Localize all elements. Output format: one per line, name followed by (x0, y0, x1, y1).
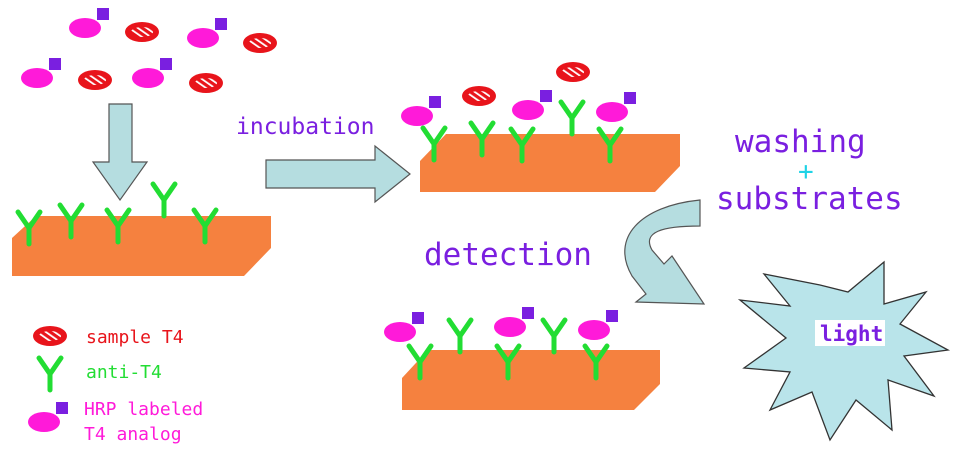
substrates-label: substrates (716, 181, 903, 217)
antibody-icon (449, 320, 471, 352)
plus-sign: + (798, 157, 814, 187)
washing-label: washing (735, 124, 866, 160)
legend-hrp-label-2: T4 analog (84, 424, 182, 445)
sample-t4-icon (78, 70, 112, 90)
hrp-analog-icon (596, 92, 636, 122)
down-arrow-icon (91, 103, 149, 202)
sample-t4-icon (462, 86, 496, 106)
sample-t4-icon (125, 22, 159, 42)
curved-arrow-icon (624, 199, 706, 305)
hrp-analog-icon (69, 8, 109, 38)
antibody-icon (543, 320, 565, 352)
hrp-analog-icon (494, 307, 534, 337)
antibody-icon (561, 102, 583, 134)
light-label: light (820, 322, 883, 346)
antibody-icon (153, 184, 175, 216)
free-molecules (21, 8, 277, 93)
hrp-analog-icon (512, 90, 552, 120)
hrp-analog-icon (578, 310, 618, 340)
hrp-analog-icon (21, 58, 61, 88)
detection-label: detection (424, 237, 592, 273)
surface-3 (384, 307, 660, 410)
right-arrow-icon (265, 144, 411, 204)
incubation-label: incubation (236, 114, 374, 140)
legend-antibody-icon (39, 358, 61, 390)
legend-sample-label: sample T4 (86, 327, 184, 348)
hrp-analog-icon (132, 58, 172, 88)
light-label-box (815, 320, 885, 346)
hrp-analog-icon (384, 312, 424, 342)
light-burst-icon (737, 260, 951, 442)
legend-sample-icon (33, 326, 67, 346)
hrp-analog-icon (187, 18, 227, 48)
legend: sample T4 anti-T4 HRP labeled T4 analog (28, 326, 203, 445)
sample-t4-icon (189, 73, 223, 93)
sample-t4-icon (243, 33, 277, 53)
hrp-analog-icon (401, 96, 441, 126)
surface-1 (12, 184, 271, 276)
legend-hrp-icon (28, 402, 68, 432)
surface-2 (401, 62, 680, 192)
sample-t4-icon (556, 62, 590, 82)
legend-hrp-label-1: HRP labeled (84, 399, 203, 420)
legend-antibody-label: anti-T4 (86, 362, 162, 383)
